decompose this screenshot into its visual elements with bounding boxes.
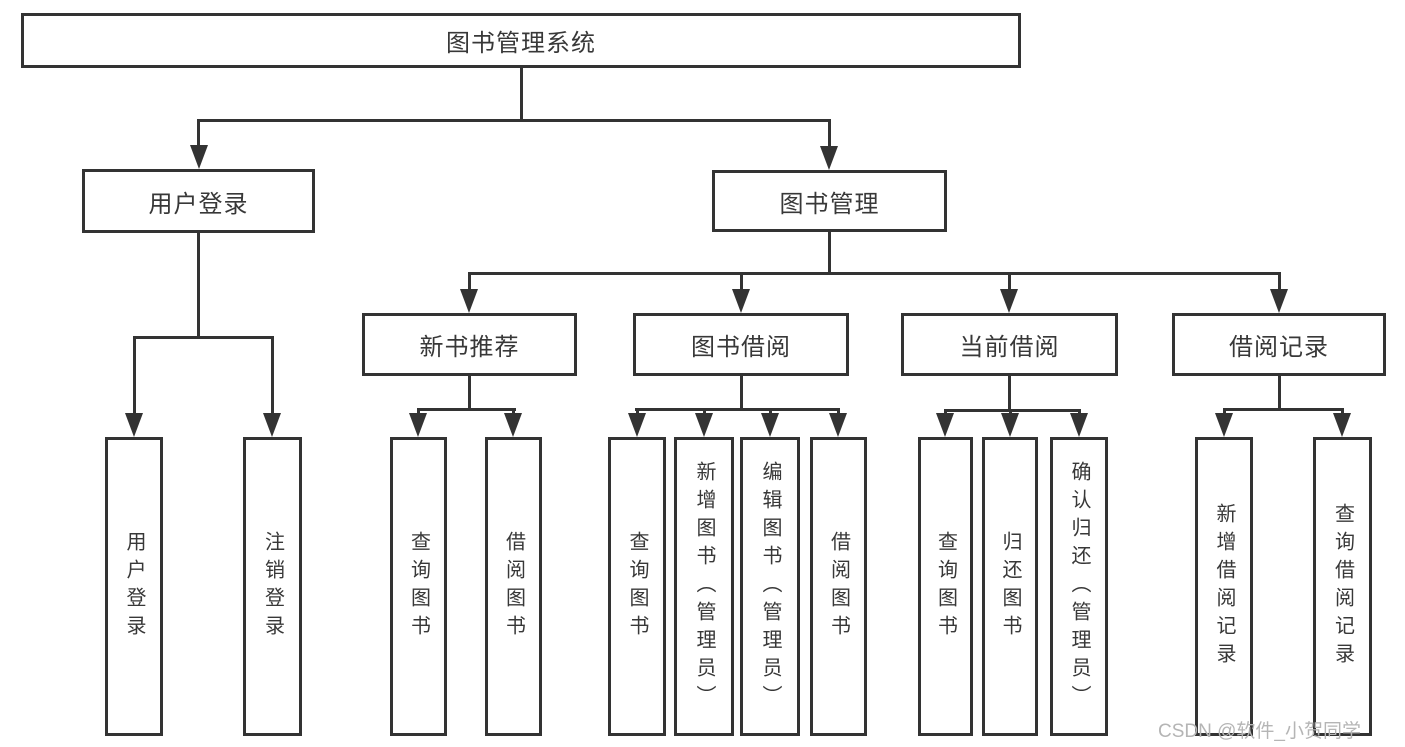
leaf-label: 借阅图书 (502, 530, 525, 643)
connector-line (197, 119, 200, 147)
arrowhead-down-icon (695, 413, 713, 437)
leaf-label: 新增图书（管理员） (693, 460, 715, 713)
connector-line (1223, 408, 1344, 411)
connector-line (417, 408, 516, 411)
arrowhead-down-icon (409, 413, 427, 437)
node-book-borrowing-label: 图书借阅 (691, 334, 791, 361)
arrowhead-down-icon (1215, 413, 1233, 437)
leaf-node-user-login: 用户登录 (105, 437, 163, 736)
arrowhead-down-icon (628, 413, 646, 437)
leaf-label: 确认归还（管理员） (1068, 460, 1090, 713)
arrowhead-down-icon (936, 413, 954, 437)
connector-line (837, 408, 840, 416)
connector-line (197, 233, 200, 336)
connector-line (520, 68, 523, 121)
connector-line (1223, 408, 1226, 416)
leaf-label: 查询借阅记录 (1331, 502, 1354, 671)
leaf-label: 新增借阅记录 (1213, 502, 1235, 671)
leaf-label: 归还图书 (999, 530, 1021, 643)
connector-line (468, 272, 1281, 275)
leaf-label: 查询图书 (626, 530, 648, 643)
node-book-management-label: 图书管理 (779, 190, 880, 218)
arrowhead-down-icon (460, 289, 478, 313)
arrowhead-down-icon (1270, 289, 1288, 313)
connector-line (1078, 409, 1081, 416)
node-new-book-recommend: 新书推荐 (362, 313, 577, 376)
leaf-node-borrow-books-1: 借阅图书 (485, 437, 542, 736)
node-root: 图书管理系统 (21, 13, 1021, 68)
node-new-book-recommend-label: 新书推荐 (419, 334, 520, 361)
arrowhead-down-icon (1070, 413, 1088, 437)
leaf-node-logout: 注销登录 (243, 437, 302, 736)
node-user-login-label: 用户登录 (148, 190, 249, 218)
arrowhead-down-icon (1333, 413, 1351, 437)
leaf-node-add-borrow-record: 新增借阅记录 (1195, 437, 1253, 736)
leaf-label: 查询图书 (934, 530, 957, 643)
connector-line (1008, 272, 1011, 291)
node-borrowing-records: 借阅记录 (1172, 313, 1386, 376)
node-borrowing-records-label: 借阅记录 (1229, 334, 1329, 361)
connector-line (468, 376, 471, 410)
connector-line (740, 376, 743, 410)
connector-line (512, 408, 515, 416)
node-root-label: 图书管理系统 (446, 30, 596, 57)
connector-line (769, 408, 772, 416)
connector-line (1341, 408, 1344, 416)
leaf-node-query-books-2: 查询图书 (608, 437, 666, 736)
connector-line (133, 336, 274, 339)
leaf-label: 用户登录 (123, 530, 145, 643)
connector-line (197, 119, 831, 122)
arrowhead-down-icon (190, 145, 208, 169)
leaf-node-borrow-books-2: 借阅图书 (810, 437, 867, 736)
connector-line (828, 232, 831, 272)
arrowhead-down-icon (1000, 289, 1018, 313)
connector-line (468, 272, 471, 291)
connector-line (1008, 376, 1011, 411)
node-current-borrowing: 当前借阅 (901, 313, 1118, 376)
arrowhead-down-icon (761, 413, 779, 437)
connector-line (944, 409, 1081, 412)
leaf-node-query-borrow-record: 查询借阅记录 (1313, 437, 1372, 736)
leaf-label: 编辑图书（管理员） (759, 460, 781, 713)
connector-line (703, 408, 706, 416)
connector-line (828, 119, 831, 148)
connector-line (944, 409, 947, 416)
leaf-node-add-books-admin: 新增图书（管理员） (674, 437, 734, 736)
connector-line (635, 408, 840, 411)
leaf-node-edit-books-admin: 编辑图书（管理员） (740, 437, 800, 736)
arrowhead-down-icon (1001, 413, 1019, 437)
leaf-node-return-books: 归还图书 (982, 437, 1038, 736)
csdn-watermark: CSDN @软件_小贺同学 (1158, 721, 1361, 742)
leaf-node-query-books-3: 查询图书 (918, 437, 973, 736)
leaf-node-query-books-1: 查询图书 (390, 437, 447, 736)
connector-line (636, 408, 639, 416)
connector-line (271, 336, 274, 414)
arrowhead-down-icon (829, 413, 847, 437)
connector-line (1278, 376, 1281, 410)
leaf-node-confirm-return-admin: 确认归还（管理员） (1050, 437, 1108, 736)
connector-line (1009, 409, 1012, 416)
node-book-management: 图书管理 (712, 170, 947, 232)
arrowhead-down-icon (732, 289, 750, 313)
connector-line (133, 336, 136, 414)
leaf-label: 查询图书 (407, 530, 430, 643)
node-book-borrowing: 图书借阅 (633, 313, 849, 376)
node-current-borrowing-label: 当前借阅 (959, 334, 1060, 361)
leaf-label: 注销登录 (261, 530, 284, 643)
arrowhead-down-icon (504, 413, 522, 437)
connector-line (1278, 272, 1281, 291)
arrowhead-down-icon (263, 413, 281, 437)
leaf-label: 借阅图书 (827, 530, 850, 643)
node-user-login: 用户登录 (82, 169, 315, 233)
connector-line (740, 272, 743, 291)
arrowhead-down-icon (820, 146, 838, 170)
arrowhead-down-icon (125, 413, 143, 437)
connector-line (417, 408, 420, 416)
